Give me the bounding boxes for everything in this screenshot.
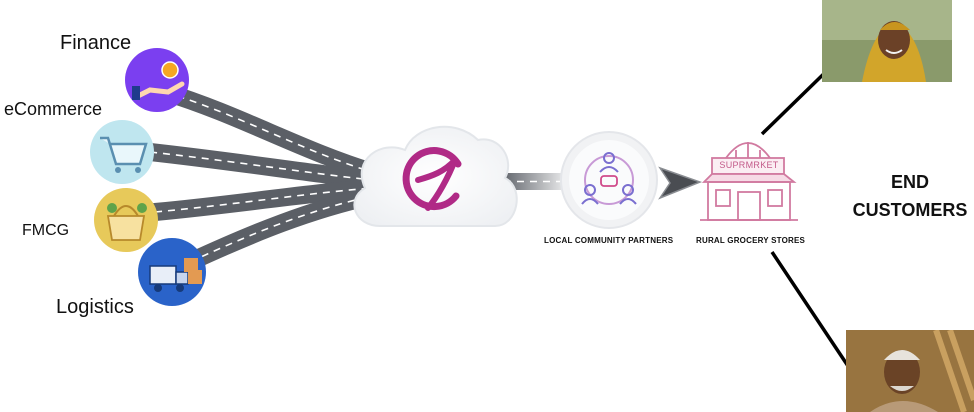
- partners-node: [560, 131, 658, 229]
- customer-man-photo: [846, 330, 974, 412]
- end-customers-line2: CUSTOMERS: [852, 200, 968, 220]
- line-to-customer-bottom: [770, 251, 854, 373]
- grocery-basket-icon: [106, 203, 147, 241]
- customer-woman-photo: [822, 0, 952, 82]
- roads: [141, 83, 381, 271]
- stores-label: RURAL GROCERY STORES: [696, 236, 806, 245]
- source-label-fmcg: FMCG: [22, 222, 70, 239]
- hand-coin-icon: [132, 61, 185, 100]
- road-finance: [156, 83, 381, 181]
- road-hub-to-partners: [500, 173, 564, 190]
- delivery-truck-icon: [149, 258, 202, 292]
- end-customers-label: END CUSTOMERS: [836, 168, 974, 224]
- store-icon: [700, 142, 798, 221]
- store-sign-text: SUPRMRKET: [719, 160, 779, 170]
- community-people-icon: [581, 152, 637, 205]
- partners-label: LOCAL COMMUNITY PARTNERS: [544, 236, 674, 245]
- brand-logo-g-icon: [402, 147, 462, 211]
- road-ecommerce: [141, 143, 381, 189]
- source-label-logistics: Logistics: [56, 296, 134, 318]
- source-icon-finance: [125, 48, 189, 112]
- source-label-ecommerce: eCommerce: [4, 99, 103, 119]
- source-label-finance: Finance: [60, 32, 132, 54]
- source-icon-ecommerce: [90, 120, 154, 184]
- road-fmcg: [146, 179, 381, 221]
- source-icon-logistics: [138, 238, 206, 306]
- flow-arrow-icon: [658, 166, 703, 200]
- source-icon-fmcg: [94, 188, 158, 252]
- end-customers-line1: END: [890, 172, 929, 192]
- road-logistics: [181, 187, 381, 271]
- shopping-cart-icon: [100, 136, 148, 173]
- hub-cloud: [353, 125, 518, 227]
